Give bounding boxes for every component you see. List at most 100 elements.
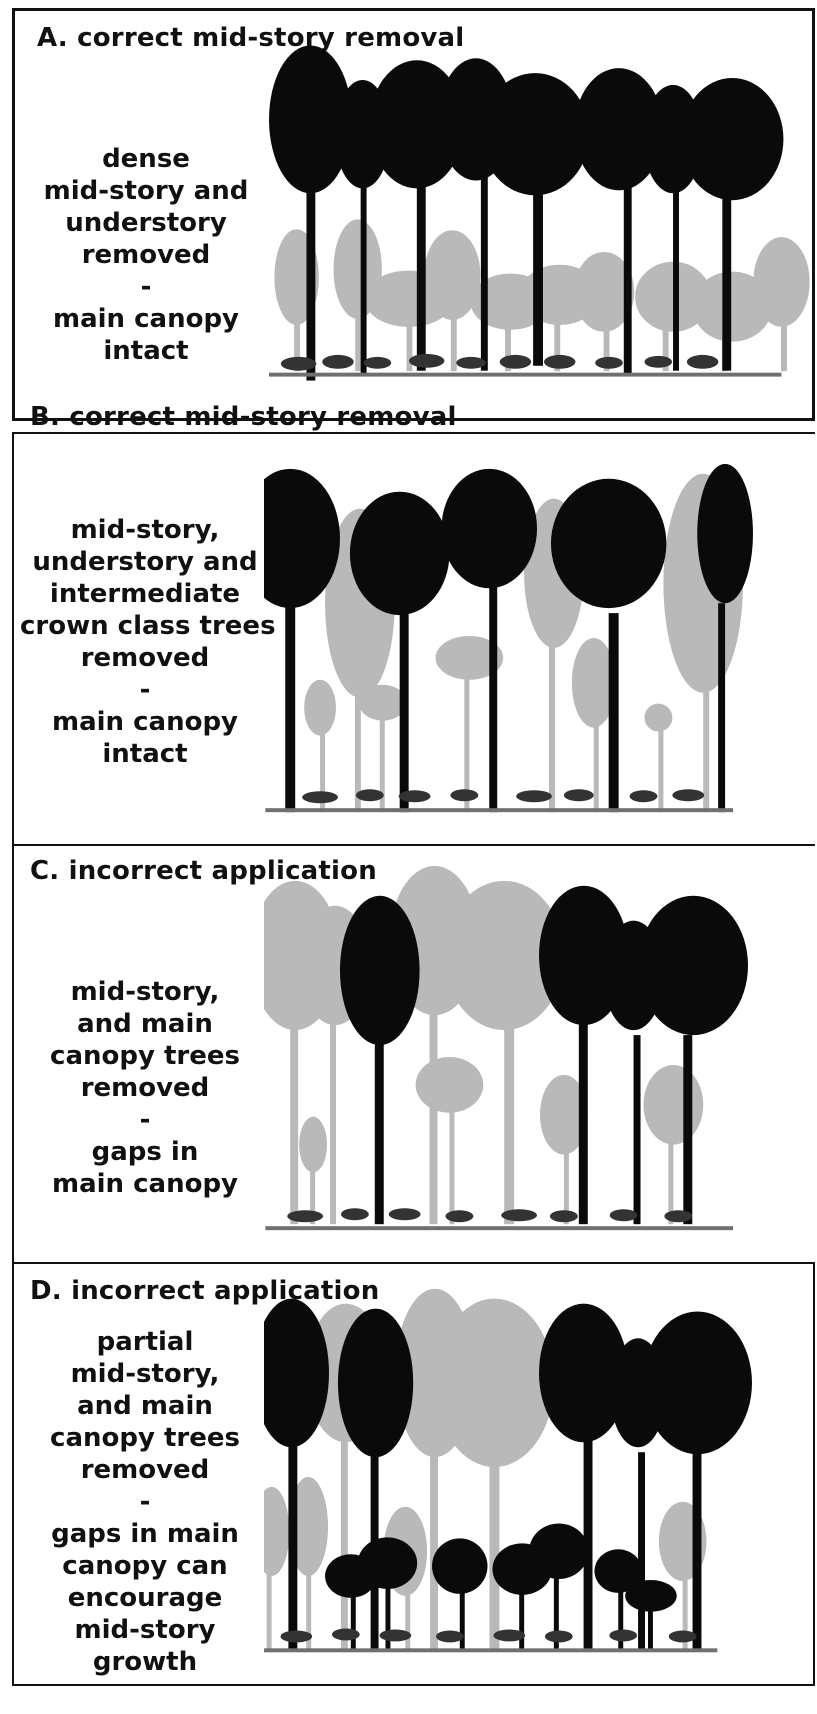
retained-trees xyxy=(339,885,749,1225)
trunk xyxy=(464,662,470,813)
crown xyxy=(264,468,340,609)
forest-illustration xyxy=(264,463,753,813)
description-line: understory and xyxy=(32,547,258,577)
crown xyxy=(680,78,784,201)
forest-scene xyxy=(264,1264,817,1684)
trunk xyxy=(673,188,679,371)
crown xyxy=(369,60,465,189)
trunk xyxy=(683,1035,693,1225)
trunk xyxy=(285,583,296,813)
trunk xyxy=(385,1561,391,1651)
crown xyxy=(358,684,407,721)
trunk xyxy=(310,1144,316,1225)
retained-trees xyxy=(264,463,753,813)
trunk xyxy=(638,1452,646,1651)
panel-d: D. incorrect application partial mid-sto… xyxy=(12,1262,815,1686)
forest-illustration xyxy=(264,865,749,1231)
panel-description: mid-story, understory and intermediate c… xyxy=(20,514,276,770)
trunk xyxy=(429,995,438,1225)
crown xyxy=(444,880,564,1031)
trunk xyxy=(330,1005,336,1225)
crown xyxy=(441,468,538,589)
description-line: canopy can xyxy=(62,1551,228,1581)
trunk xyxy=(288,1412,298,1651)
trunk xyxy=(350,1580,356,1651)
crown xyxy=(638,895,749,1036)
trunk xyxy=(578,1015,588,1225)
trunk xyxy=(533,178,543,366)
description-line: growth xyxy=(92,1647,198,1677)
removed-trees xyxy=(274,219,810,372)
ground-shrubs xyxy=(287,1208,693,1223)
crown xyxy=(550,478,667,609)
description-line: removed xyxy=(80,1073,210,1103)
trunk xyxy=(608,613,619,813)
trunk xyxy=(623,178,632,376)
trunk xyxy=(668,1104,674,1225)
description-line: main canopy xyxy=(52,707,238,737)
ground-shrubs xyxy=(280,353,719,371)
crown xyxy=(269,45,352,194)
description-line: gaps in xyxy=(91,1137,199,1167)
forest-scene xyxy=(264,846,817,1262)
description-line: intact xyxy=(103,336,189,366)
trunk xyxy=(306,158,316,381)
ground-line xyxy=(265,808,734,813)
trunk xyxy=(563,1114,569,1225)
crown xyxy=(625,1579,677,1612)
crown xyxy=(643,1064,704,1145)
description-line: mid-story xyxy=(74,1615,216,1645)
panel-b: B. correct mid-story removal mid-story, … xyxy=(12,402,817,844)
trunk xyxy=(722,198,732,371)
trunk xyxy=(489,583,498,813)
description-line: understory xyxy=(65,208,227,238)
crown xyxy=(349,491,450,616)
trunk xyxy=(320,712,326,813)
description-line: gaps in main xyxy=(51,1519,239,1549)
panel-description: dense mid-story and understory removed -… xyxy=(21,143,271,367)
panel-title: B. correct mid-story removal xyxy=(30,402,457,432)
description-line: - xyxy=(139,675,151,705)
trunk xyxy=(416,168,426,371)
trunk xyxy=(399,603,409,813)
description-line: and main xyxy=(77,1391,213,1421)
forest-illustration xyxy=(269,45,810,381)
trunk xyxy=(459,1571,465,1651)
trunk xyxy=(633,1035,641,1225)
trunk xyxy=(480,168,488,371)
trunk xyxy=(519,1571,525,1651)
trunk xyxy=(374,1025,384,1225)
trunk xyxy=(553,1551,559,1651)
forest-illustration xyxy=(264,1288,752,1653)
trunk xyxy=(430,1422,438,1651)
description-line: main canopy xyxy=(53,304,239,334)
crown xyxy=(299,1116,328,1173)
description-line: canopy trees xyxy=(50,1423,240,1453)
trunk xyxy=(306,1531,312,1651)
retained-trees xyxy=(269,45,784,381)
trunk xyxy=(682,1541,688,1651)
panel-title: C. incorrect application xyxy=(30,856,377,886)
description-line: intact xyxy=(102,739,188,769)
trunk xyxy=(692,1452,702,1651)
description-line: mid-story, xyxy=(70,977,220,1007)
description-line: - xyxy=(139,1105,151,1135)
removed-trees xyxy=(264,1288,707,1651)
trunk xyxy=(618,1561,624,1651)
trunk xyxy=(266,1531,272,1651)
panel-title: A. correct mid-story removal xyxy=(37,23,465,53)
trunk xyxy=(718,603,726,813)
crown xyxy=(415,1056,484,1113)
description-line: intermediate xyxy=(49,579,241,609)
trunk xyxy=(703,573,710,813)
crown xyxy=(753,237,810,327)
crown xyxy=(304,679,336,736)
trunk xyxy=(379,707,385,813)
trunk xyxy=(340,1412,348,1651)
crown xyxy=(480,73,590,196)
description-line: crown class trees xyxy=(20,611,276,641)
forest-scene xyxy=(264,434,817,844)
description-line: - xyxy=(139,1487,151,1517)
trunk xyxy=(405,1551,411,1651)
description-line: partial xyxy=(96,1327,194,1357)
